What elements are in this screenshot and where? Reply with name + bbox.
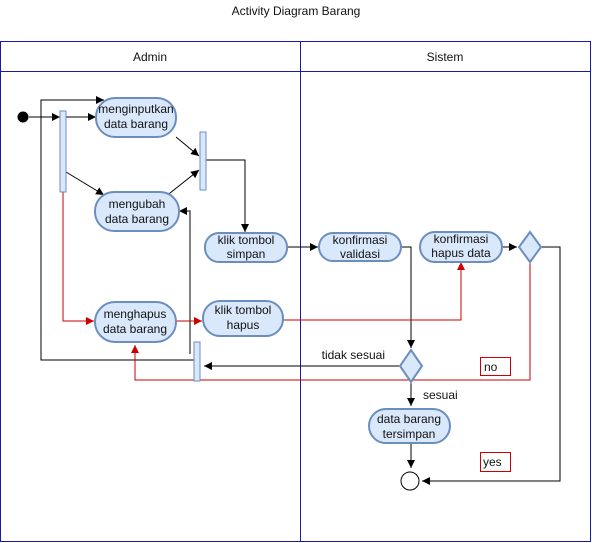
flow-fork-to-hapus bbox=[62, 192, 94, 325]
control-flows-red bbox=[62, 192, 531, 381]
decision-hapus bbox=[517, 230, 543, 264]
guard-yes-box bbox=[480, 452, 511, 472]
guard-yes: yes bbox=[483, 455, 502, 469]
label-menginputkan-2: data barang bbox=[104, 117, 168, 131]
activity-data-tersimpan bbox=[368, 408, 451, 444]
label-konfirmasi-validasi-2: validasi bbox=[340, 247, 380, 261]
flow-to-mengubah bbox=[179, 207, 191, 354]
guard-no-box bbox=[480, 357, 511, 376]
activity-klik-hapus bbox=[202, 300, 284, 337]
flow-join-to-simpan bbox=[206, 159, 249, 232]
activity-konfirmasi-hapus bbox=[419, 231, 503, 263]
activity-klik-simpan bbox=[204, 232, 288, 263]
flow-klik-to-konfirmasi-hapus bbox=[283, 262, 465, 321]
guard-tidak-sesuai: tidak sesuai bbox=[322, 348, 385, 362]
label-data-tersimpan-2: tersimpan bbox=[383, 427, 436, 441]
label-menginputkan-1: menginputkan bbox=[98, 102, 173, 116]
label-konfirmasi-hapus-2: hapus data bbox=[431, 246, 491, 260]
label-klik-hapus-1: klik tombol bbox=[215, 303, 272, 317]
activity-konfirmasi-validasi bbox=[318, 232, 402, 262]
label-menghapus-1: menghapus bbox=[104, 307, 167, 321]
flow-loop-back bbox=[40, 96, 195, 361]
flow-ubah-to-join bbox=[164, 169, 200, 198]
decision-validasi bbox=[398, 348, 424, 384]
activity-mengubah bbox=[94, 191, 180, 232]
label-mengubah-1: mengubah bbox=[109, 197, 166, 211]
swimlane-pool bbox=[0, 41, 591, 542]
label-klik-simpan-1: klik tombol bbox=[218, 233, 275, 247]
end-node bbox=[400, 471, 420, 491]
label-menghapus-2: data barang bbox=[103, 322, 167, 336]
activity-menghapus bbox=[94, 301, 177, 343]
join-bar bbox=[199, 131, 207, 191]
flow-yes bbox=[422, 246, 561, 485]
diagram-title: Activity Diagram Barang bbox=[232, 4, 361, 18]
guard-sesuai: sesuai bbox=[423, 388, 458, 402]
flow-no bbox=[131, 261, 531, 381]
flow-fork-to-ubah bbox=[65, 171, 105, 196]
flow-validasi-to-decision bbox=[401, 246, 415, 348]
activity-menginputkan bbox=[95, 97, 177, 138]
fork-bar bbox=[59, 110, 67, 193]
label-mengubah-2: data barang bbox=[105, 212, 169, 226]
label-klik-hapus-2: hapus bbox=[227, 318, 260, 332]
label-data-tersimpan-1: data barang bbox=[377, 412, 441, 426]
start-node bbox=[17, 111, 29, 123]
label-klik-simpan-2: simpan bbox=[227, 247, 266, 261]
label-konfirmasi-hapus-1: konfirmasi bbox=[434, 232, 489, 246]
merge-bar bbox=[193, 341, 201, 382]
lane-header-admin: Admin bbox=[133, 50, 167, 64]
flow-input-to-join bbox=[175, 136, 200, 157]
label-konfirmasi-validasi-1: konfirmasi bbox=[333, 233, 388, 247]
control-flows-black bbox=[29, 96, 561, 485]
lane-header-sistem: Sistem bbox=[427, 50, 464, 64]
guard-no: no bbox=[484, 360, 498, 374]
